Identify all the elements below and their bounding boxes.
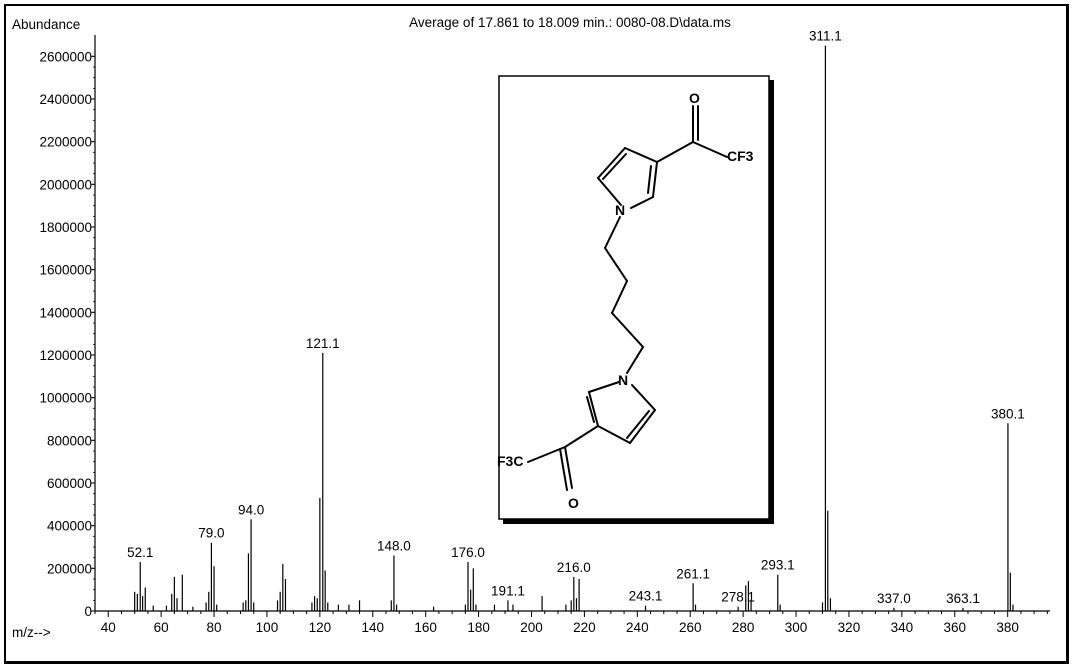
peak-label: 191.1 <box>491 583 525 598</box>
peak-label: 363.1 <box>946 591 980 606</box>
peak-label: 176.0 <box>451 545 485 560</box>
y-tick-label: 1600000 <box>39 263 92 278</box>
peak-label: 261.1 <box>676 566 710 581</box>
peak-label: 216.0 <box>557 560 591 575</box>
y-tick-label: 800000 <box>47 433 92 448</box>
structure-bonds <box>527 105 728 491</box>
x-tick-label: 140 <box>362 620 385 635</box>
peak-label: 94.0 <box>238 502 264 517</box>
y-tick-label: 400000 <box>47 519 92 534</box>
peak-bars <box>134 45 1014 611</box>
x-tick-label: 40 <box>101 620 116 635</box>
peak-label: 52.1 <box>127 545 153 560</box>
x-tick-label: 280 <box>732 620 755 635</box>
atom-f3c-bottom: F3C <box>497 453 523 469</box>
y-tick-label: 2000000 <box>39 177 92 192</box>
atom-cf3-top: CF3 <box>727 148 754 164</box>
y-tick-label: 1000000 <box>39 391 92 406</box>
x-tick-label: 160 <box>414 620 437 635</box>
x-ticks: 40 60 80 100 120 140 160 180 200 220 240 260 280 300 3… <box>94 611 1048 635</box>
y-axis-label: Abundance <box>12 17 80 32</box>
atom-o-top: O <box>689 90 700 106</box>
y-tick-label: 1400000 <box>39 305 92 320</box>
y-tick-label: 2400000 <box>39 92 92 107</box>
x-tick-label: 300 <box>785 620 808 635</box>
y-tick-label: 0 <box>84 604 92 619</box>
window-frame <box>4 4 1069 664</box>
peak-label: 293.1 <box>761 558 795 573</box>
peak-label: 380.1 <box>991 406 1025 421</box>
chart-title: Average of 17.861 to 18.009 min.: 0080-0… <box>409 15 731 30</box>
x-tick-label: 240 <box>626 620 649 635</box>
peak-label: 121.1 <box>306 336 340 351</box>
peak-label: 243.1 <box>629 589 663 604</box>
peak-label: 311.1 <box>809 29 842 44</box>
x-tick-label: 360 <box>943 620 966 635</box>
peak-label: 337.0 <box>877 591 911 606</box>
y-tick-label: 1200000 <box>39 348 92 363</box>
atom-n-top: N <box>615 202 625 218</box>
x-tick-label: 320 <box>838 620 861 635</box>
y-tick-label: 200000 <box>47 561 92 576</box>
atom-o-bottom: O <box>568 495 579 511</box>
x-tick-label: 120 <box>309 620 332 635</box>
y-tick-label: 2200000 <box>39 135 92 150</box>
x-tick-label: 180 <box>467 620 490 635</box>
peak-label: 148.0 <box>377 539 411 554</box>
peak-labels: 52.1 79.0 94.0 121.1 148.0 176.0 191.1 216.0 243… <box>127 29 1025 606</box>
x-tick-label: 220 <box>573 620 596 635</box>
x-axis-label: m/z--> <box>12 625 51 640</box>
x-tick-label: 340 <box>891 620 914 635</box>
x-tick-label: 100 <box>256 620 279 635</box>
x-tick-label: 380 <box>996 620 1019 635</box>
atom-n-bottom: N <box>618 372 628 388</box>
x-tick-label: 80 <box>207 620 222 635</box>
molecule-structure-inset: O CF3 N N F3C O <box>497 75 774 524</box>
y-tick-label: 1800000 <box>39 220 92 235</box>
peak-label: 278.1 <box>721 590 755 605</box>
x-tick-label: 200 <box>520 620 543 635</box>
structure-box <box>498 75 770 520</box>
structure-atom-labels: O CF3 N N F3C O <box>497 90 754 511</box>
y-tick-label: 2600000 <box>39 49 92 64</box>
peak-label: 79.0 <box>198 526 224 541</box>
y-tick-label: 600000 <box>47 476 92 491</box>
x-tick-label: 260 <box>679 620 702 635</box>
x-tick-label: 60 <box>154 620 169 635</box>
y-ticks: 0 200000 400000 600000 800000 1000000 1200000 1… <box>39 49 95 619</box>
